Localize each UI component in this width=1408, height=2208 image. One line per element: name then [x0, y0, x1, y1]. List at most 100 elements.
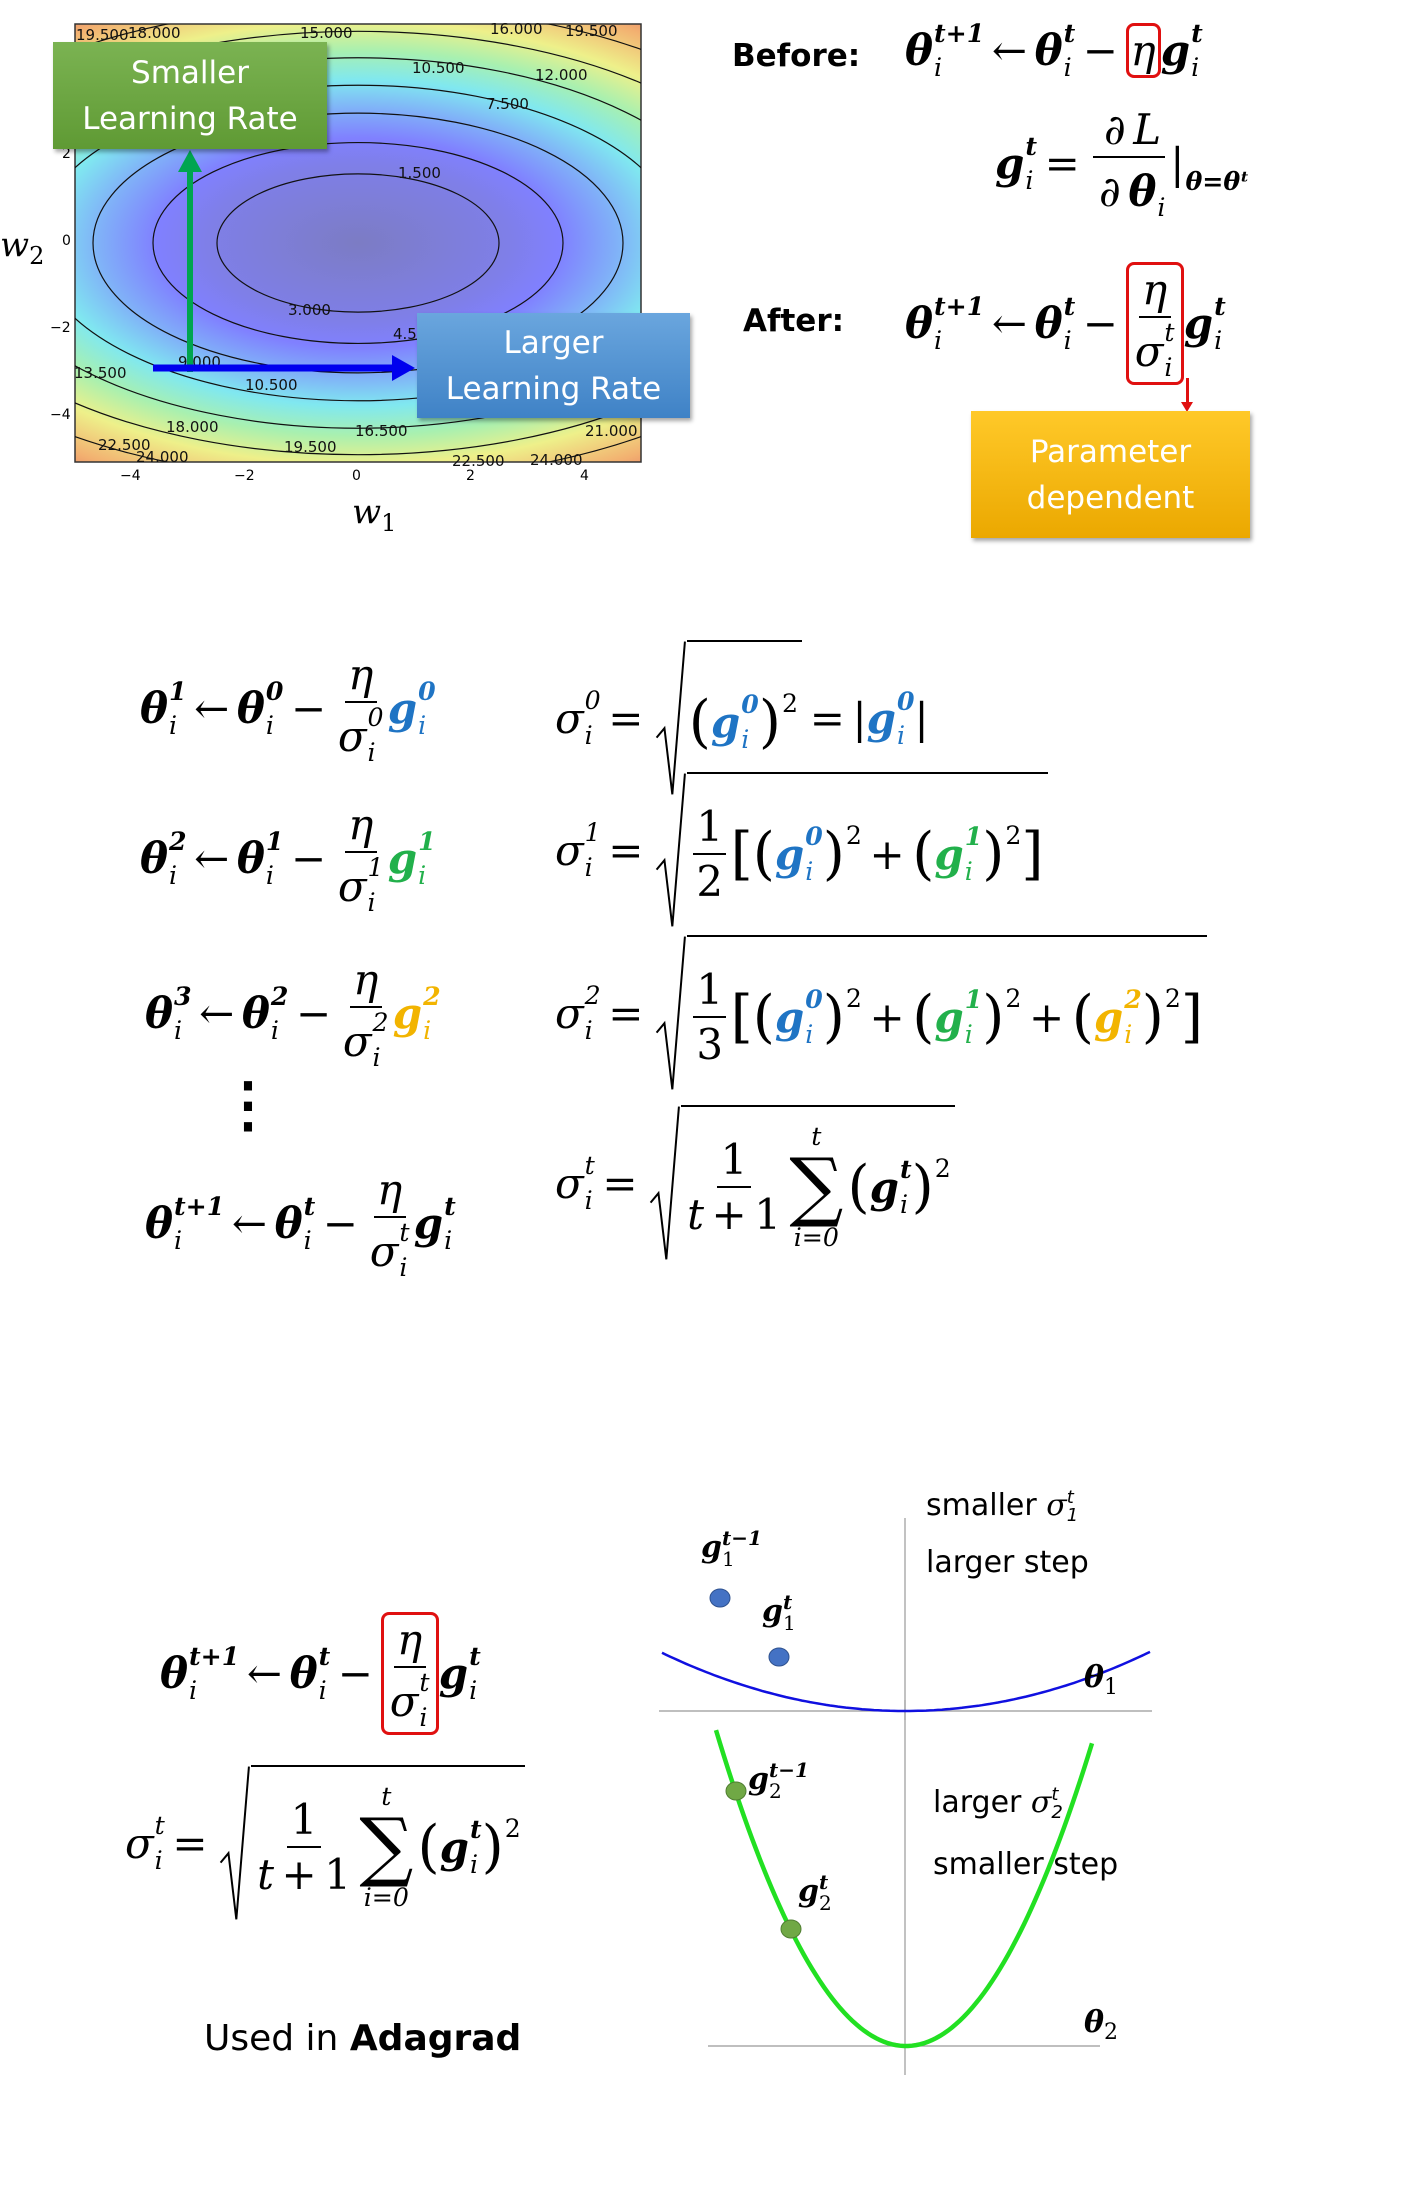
contour-level-label: 19.500 [284, 438, 337, 456]
subscript: i [399, 1253, 408, 1283]
math-variable: θ [140, 833, 169, 883]
math-variable: σ [555, 694, 584, 744]
subscript: i [934, 325, 943, 355]
subscript: i [805, 1019, 814, 1049]
contour-level-label: 16.500 [355, 422, 408, 440]
math-operator: = [602, 1159, 638, 1209]
math-bracket: ( [912, 821, 935, 888]
superscript: t [1063, 290, 1076, 321]
label-sup: t−1 [768, 1758, 809, 1782]
note-sup: t [1051, 1783, 1059, 1805]
math-operator: ← [246, 1648, 283, 1698]
superscript: 2 [372, 1008, 389, 1038]
math-number: 1 [696, 802, 724, 852]
math-variable: σ [1134, 326, 1164, 376]
math-variable: η [1142, 265, 1168, 314]
y-axis-sub: 2 [29, 241, 45, 270]
math-bracket: ) [481, 1814, 504, 1881]
math-operator: − [322, 1198, 358, 1248]
math-variable: g [774, 992, 805, 1042]
radical-sign-icon [219, 1765, 251, 1923]
math-operator: ← [194, 683, 230, 733]
after-label: After: [743, 303, 845, 339]
math-operator: − [1082, 26, 1118, 76]
math-bracket: ( [417, 1814, 440, 1881]
math-variable: g [387, 833, 418, 883]
fraction-numerator: η [373, 1165, 406, 1219]
scripts: 2 [846, 985, 862, 1048]
superscript: 2 [423, 980, 441, 1011]
superscript: t [470, 1814, 482, 1845]
math-operator: − [1082, 298, 1118, 348]
subscript: i [1214, 325, 1223, 355]
superscript: 3 [174, 980, 192, 1011]
subscript: i [189, 1675, 198, 1705]
caption-adagrad: Adagrad [349, 2018, 522, 2059]
larger-learning-rate-callout: Larger Learning Rate [417, 313, 690, 418]
label-sub: 2 [818, 1891, 832, 1915]
callout-line2: Learning Rate [82, 100, 298, 137]
math-operator: − [290, 833, 327, 883]
superscript: 0 [805, 984, 823, 1015]
callout-line1: Parameter [1029, 433, 1192, 470]
subscript: i [418, 710, 427, 740]
callout-line1: Smaller [131, 54, 249, 91]
math-variable: θ [905, 26, 934, 76]
subscript: i [1164, 353, 1173, 383]
fraction-numerator: η [349, 955, 382, 1009]
callout-line2: Learning Rate [445, 370, 662, 407]
scripts: θ=θᵗ [1185, 133, 1249, 194]
radical-sign-icon [655, 640, 687, 798]
math-operator: + [869, 992, 905, 1042]
smaller-learning-rate-callout: Smaller Learning Rate [53, 42, 327, 149]
math-bracket: ) [982, 984, 1005, 1051]
fraction-denominator: 3 [696, 1018, 723, 1069]
math-variable: L [1133, 105, 1162, 154]
math-operator: = [809, 694, 845, 744]
math-number: 1 [696, 965, 724, 1015]
math-variable: t [687, 1190, 704, 1240]
superscript: t [303, 1190, 316, 1221]
subscript: i [419, 1703, 428, 1733]
y-axis-var: w [0, 225, 30, 265]
math-operator: = [172, 1819, 208, 1869]
math-variable: g [1093, 992, 1124, 1042]
contour-level-label: 10.500 [412, 59, 465, 77]
bottom-parabola [713, 1729, 1095, 2049]
contour-line [216, 173, 500, 313]
math-variable: g [438, 1648, 469, 1698]
point-g1-t [768, 1647, 790, 1667]
superscript: 2 [845, 821, 862, 851]
superscript: 2 [169, 825, 187, 856]
superscript: 2 [1124, 984, 1142, 1015]
before-label: Before: [732, 38, 861, 74]
superscript: 1 [584, 817, 601, 847]
